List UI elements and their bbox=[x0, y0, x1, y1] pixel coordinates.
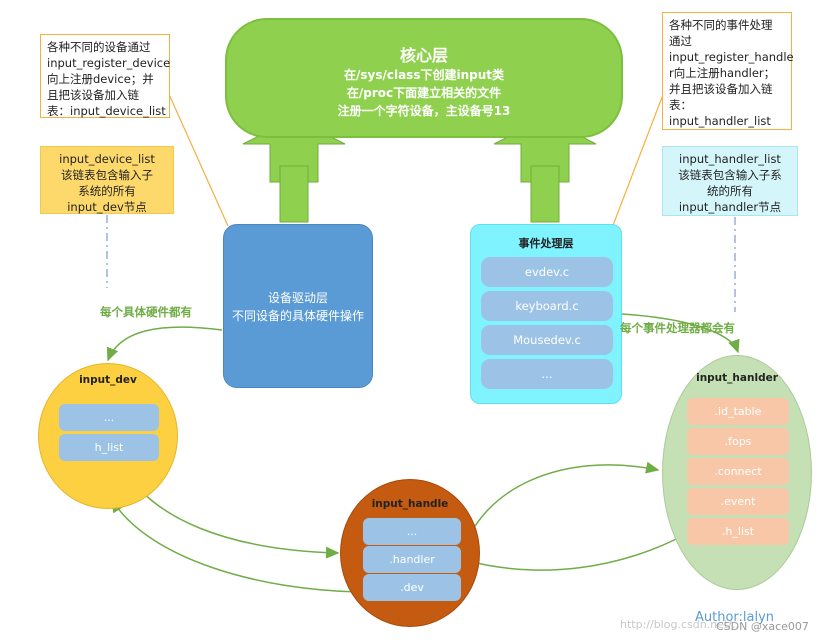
event-layer-title: 事件处理层 bbox=[518, 237, 574, 250]
input-dev-title: input_dev bbox=[79, 374, 137, 386]
event-item-keyboard: keyboard.c bbox=[481, 291, 613, 321]
note-line: 系统的所有 bbox=[78, 184, 136, 198]
note-line: input_handler节点 bbox=[678, 200, 782, 214]
driver-subtitle: 不同设备的具体硬件操作 bbox=[231, 309, 364, 323]
core-title: 核心层 bbox=[399, 46, 448, 65]
note-line: input_register_handle bbox=[669, 50, 794, 64]
watermark-url: http://blog.csdn.net/... bbox=[620, 618, 743, 631]
note-register-device: 各种不同的设备通过 input_register_device 向上注册devi… bbox=[40, 34, 170, 118]
input-handle-node: input_handle ... .handler .dev bbox=[340, 479, 480, 627]
note-line: 且把该设备加入链 bbox=[47, 88, 139, 102]
input-dev-item: ... bbox=[59, 404, 159, 431]
input-handle-dev: .dev bbox=[363, 574, 461, 601]
arrow-event-to-input-hanlder bbox=[621, 313, 740, 354]
author-label: Author:lalyn bbox=[695, 610, 775, 625]
driver-title: 设备驱动层 bbox=[267, 291, 328, 305]
input-hanlder-node: input_hanlder .id_table .fops .connect .… bbox=[662, 355, 812, 590]
arrow-handler-to-input-hanlder bbox=[461, 461, 660, 556]
note-line: 各种不同的事件处理 bbox=[669, 18, 773, 32]
note-line: r向上注册handler； bbox=[669, 66, 776, 80]
note-line: 通过 bbox=[669, 34, 692, 48]
note-input-handler-list: input_handler_list 该链表包含输入子系 统的所有 input_… bbox=[662, 146, 798, 216]
input-hanlder-id-table: .id_table bbox=[687, 398, 789, 425]
note-register-handler: 各种不同的事件处理 通过 input_register_handle r向上注册… bbox=[662, 12, 794, 130]
core-line: 在/sys/class下创建input类 bbox=[343, 68, 504, 82]
arrow-hlist-to-handle-right bbox=[462, 531, 691, 571]
label-every-hardware: 每个具体硬件都有 bbox=[100, 305, 192, 319]
input-hanlder-event: .event bbox=[687, 488, 789, 515]
event-handler-layer: 事件处理层 evdev.c keyboard.c Mousedev.c ... bbox=[470, 224, 622, 404]
note-line: 各种不同的设备通过 bbox=[47, 40, 151, 54]
note-line: 该链表包含输入子 bbox=[61, 168, 153, 182]
event-item-mousedev: Mousedev.c bbox=[481, 325, 613, 355]
event-item-more: ... bbox=[481, 359, 613, 389]
arrow-dev-to-input-dev bbox=[111, 498, 361, 593]
note-line: input_dev节点 bbox=[67, 200, 147, 214]
note-left-connector bbox=[167, 91, 229, 227]
note-line: 向上注册device；并 bbox=[47, 72, 154, 86]
note-line: 表： bbox=[669, 98, 692, 112]
arrow-driver-to-input-dev bbox=[106, 326, 223, 362]
input-dev-hlist: h_list bbox=[59, 434, 159, 461]
input-hanlder-connect: .connect bbox=[687, 458, 789, 485]
input-hanlder-title: input_hanlder bbox=[696, 372, 778, 384]
note-line: input_device_list bbox=[59, 152, 155, 166]
core-line: 在/proc下面建立相关的文件 bbox=[346, 86, 502, 100]
note-line: input_register_device bbox=[47, 56, 171, 70]
note-input-device-list: input_device_list 该链表包含输入子 系统的所有 input_d… bbox=[40, 146, 174, 214]
input-handle-item: ... bbox=[363, 518, 461, 545]
note-line: 该链表包含输入子系 bbox=[678, 168, 782, 182]
core-line: 注册一个字符设备，主设备号13 bbox=[337, 104, 511, 118]
input-handle-title: input_handle bbox=[371, 498, 449, 510]
note-line: input_handler_list bbox=[679, 152, 781, 166]
input-dev-node: input_dev ... h_list bbox=[38, 363, 178, 509]
input-hanlder-hlist: .h_list bbox=[687, 518, 789, 545]
note-line: input_handler_list bbox=[669, 114, 771, 128]
label-every-handler: 每个事件处理器都会有 bbox=[620, 321, 735, 335]
watermark-csdn: CSDN @xace007 bbox=[716, 620, 809, 633]
note-line: 并且把该设备加入链 bbox=[669, 82, 773, 96]
event-item-evdev: evdev.c bbox=[481, 257, 613, 287]
core-layer: 核心层 在/sys/class下创建input类 在/proc下面建立相关的文件… bbox=[225, 18, 623, 138]
driver-layer: 设备驱动层 不同设备的具体硬件操作 bbox=[223, 224, 373, 388]
input-handle-handler: .handler bbox=[363, 546, 461, 573]
input-hanlder-fops: .fops bbox=[687, 428, 789, 455]
note-right-connector bbox=[611, 91, 665, 229]
note-line: 表：input_device_list bbox=[47, 104, 166, 118]
note-line: 统的所有 bbox=[707, 184, 753, 198]
